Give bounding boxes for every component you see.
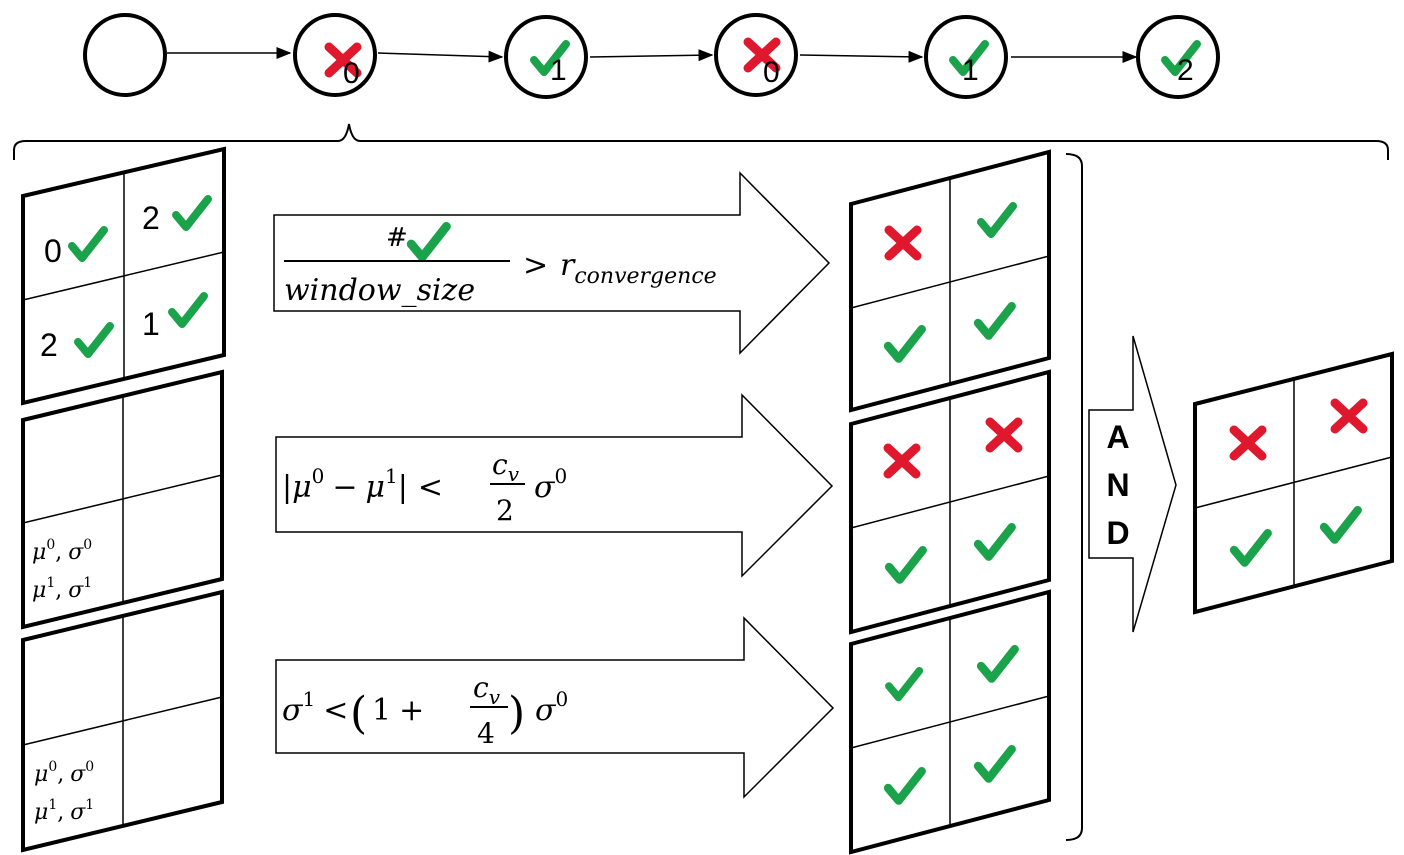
svg-text:): )	[508, 688, 525, 739]
svg-text:1+: 1+	[372, 693, 424, 728]
svg-text:>: >	[523, 248, 548, 283]
timeline-node-label: 0	[343, 57, 360, 90]
formula-arrow-2: |μ0−μ1|< cv 2 σ0	[275, 393, 834, 578]
svg-text:σ0: σ0	[534, 464, 567, 505]
cell-count: 0	[44, 233, 62, 269]
cell-count: 2	[40, 327, 58, 363]
timeline-node-label: 1	[962, 54, 979, 87]
timeline-arrow	[377, 50, 504, 63]
svg-text:μ0,σ0: μ0,σ0	[32, 537, 92, 565]
svg-text:μ1,σ1: μ1,σ1	[32, 575, 92, 603]
svg-text:|μ0−μ1|<: |μ0−μ1|<	[282, 464, 443, 505]
timeline-node-label: 2	[1177, 54, 1194, 87]
svg-text:rconvergence: rconvergence	[560, 248, 717, 289]
input-panel-2: μ0,σ0 μ1,σ1	[21, 369, 224, 630]
result-bracket	[1065, 153, 1083, 841]
result-grid-3	[849, 589, 1051, 855]
result-grid-2	[849, 369, 1051, 635]
timeline: 0 1 0 1 2	[83, 13, 1220, 99]
timeline-node-3: 1	[504, 15, 588, 99]
svg-text:4: 4	[477, 717, 495, 750]
formula-arrow-1: # window_size > rconvergence	[273, 171, 831, 355]
and-letter: A	[1106, 419, 1129, 455]
timeline-arrow	[589, 49, 714, 62]
and-arrow: A N D	[1088, 335, 1177, 633]
stats-label: μ0,σ0 μ1,σ1	[32, 537, 92, 603]
input-panel-3: μ0,σ0 μ1,σ1	[21, 589, 224, 853]
result-grid-1	[849, 149, 1051, 413]
and-letter: D	[1106, 515, 1129, 551]
svg-text:window_size: window_size	[284, 273, 475, 308]
timeline-arrow	[799, 50, 924, 63]
timeline-node-5: 1	[924, 15, 1008, 99]
timeline-node-label: 1	[550, 54, 567, 87]
timeline-node-2: 0	[293, 13, 377, 97]
timeline-node-6: 2	[1136, 15, 1220, 99]
stats-label: μ0,σ0 μ1,σ1	[34, 759, 94, 825]
formula-3: σ1< ( 1+ cv 4 ) σ0	[282, 671, 568, 750]
cell-count: 2	[142, 200, 160, 236]
svg-text:μ1,σ1: μ1,σ1	[34, 797, 94, 825]
svg-text:μ0,σ0: μ0,σ0	[34, 759, 94, 787]
top-brace	[13, 123, 1389, 160]
timeline-node-label: 0	[763, 56, 780, 89]
svg-text:#: #	[386, 223, 408, 253]
and-letter: N	[1106, 467, 1129, 503]
formula-arrow-3: σ1< ( 1+ cv 4 ) σ0	[275, 616, 835, 799]
svg-text:(: (	[350, 688, 367, 739]
input-panel-1: 0 2 2 1	[21, 146, 226, 406]
svg-text:σ1<: σ1<	[282, 687, 348, 728]
formula-2: |μ0−μ1|< cv 2 σ0	[282, 448, 567, 527]
timeline-node-1	[83, 13, 167, 97]
svg-text:cv: cv	[473, 671, 501, 709]
timeline-node-4: 0	[714, 13, 798, 97]
svg-text:2: 2	[496, 494, 514, 527]
cell-count: 1	[142, 306, 160, 342]
svg-text:cv: cv	[492, 448, 520, 486]
formula-1: # window_size > rconvergence	[284, 223, 717, 308]
final-grid	[1193, 351, 1394, 615]
svg-text:σ0: σ0	[535, 687, 568, 728]
